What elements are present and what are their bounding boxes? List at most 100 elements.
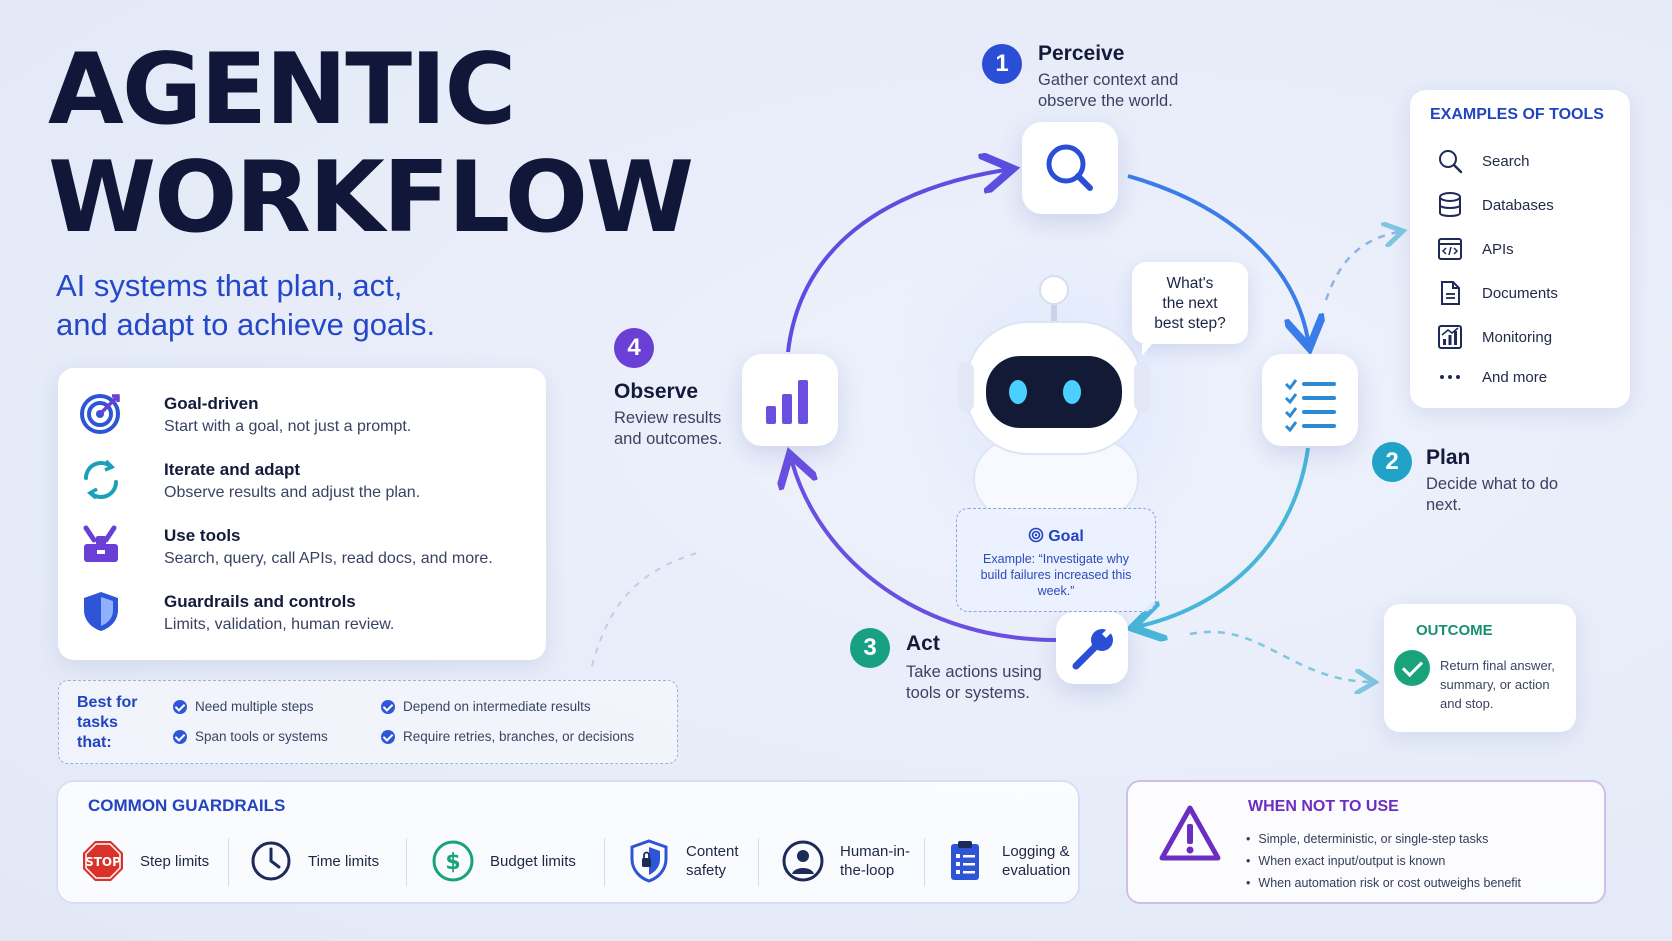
tool-label: APIs [1482,240,1514,258]
arrow-perceive-to-plan [1127,174,1308,340]
guardrail-content-safety: Content safety [626,834,739,888]
feature-desc: Start with a goal, not just a prompt. [164,418,412,435]
step-number-badge: 2 [1372,442,1412,482]
check-icon [173,729,187,744]
shield-lock-icon [630,839,668,883]
bubble-line: best step? [1154,315,1226,332]
divider [604,838,605,886]
feature-goal-driven: Goal-driven Start with a goal, not just … [78,388,528,440]
tool-label: Databases [1482,196,1554,214]
step-number-badge: 1 [982,44,1022,84]
subtitle-line-1: AI systems that plan, act, [56,268,403,303]
when-not-list: Simple, deterministic, or single-step ta… [1248,828,1521,894]
feature-guardrails: Guardrails and controls Limits, validati… [78,586,528,638]
best-for-item-text: Need multiple steps [195,699,314,714]
best-for-item: Span tools or systems [173,729,328,744]
tool-label: Search [1482,152,1530,170]
tool-label: And more [1482,368,1548,386]
page-subtitle: AI systems that plan, act, and adapt to … [56,266,516,344]
guardrail-label: Content safety [686,842,739,880]
check-icon [381,699,395,714]
checklist-icon [1284,379,1336,433]
code-api-icon [1438,238,1462,260]
target-icon [80,394,120,434]
step-desc: Decide what to do next. [1426,474,1558,516]
tool-item-documents: Documents [1436,278,1558,308]
document-icon [1441,281,1460,305]
step-number-badge: 3 [850,628,890,668]
step-desc-line: next. [1426,496,1462,514]
feature-iterate-adapt: Iterate and adapt Observe results and ad… [78,454,528,506]
when-not-item: When exact input/output is known [1248,850,1521,872]
outcome-title: OUTCOME [1416,622,1493,639]
best-for-item-text: Require retries, branches, or decisions [403,729,635,744]
tool-label: Monitoring [1482,328,1553,346]
check-circle-icon [1394,650,1430,686]
best-for-box: Best for tasks that: Need multiple steps… [58,680,678,764]
goal-title: Goal [957,527,1155,546]
step-desc: Review results and outcomes. [614,408,722,450]
dollar-icon: $ [432,840,474,882]
stop-sign-text: STOP [85,855,121,869]
feature-title: Guardrails and controls [164,592,356,611]
check-icon [381,729,395,744]
when-not-item: Simple, deterministic, or single-step ta… [1248,828,1521,850]
bubble-line: the next [1162,295,1218,312]
common-guardrails-panel: COMMON GUARDRAILS STOP Step limits Time … [56,780,1080,904]
log-clipboard-icon [951,841,979,880]
clock-icon [251,841,291,881]
when-not-to-use-panel: WHEN NOT TO USE Simple, deterministic, o… [1126,780,1606,904]
feature-use-tools: Use tools Search, query, call APIs, read… [78,520,528,572]
connector-bestfor-to-cycle [591,551,701,667]
divider [758,838,759,886]
plan-node [1262,354,1358,446]
tool-item-databases: Databases [1436,190,1554,220]
divider [406,838,407,886]
best-for-item-text: Span tools or systems [195,729,328,744]
toolbox-icon [83,525,118,562]
warning-icon [1159,805,1221,861]
step-desc-line: Take actions using [906,663,1042,681]
step-desc-line: tools or systems. [906,684,1030,702]
observe-node [742,354,838,446]
bubble-line: What's [1166,275,1214,292]
guardrail-human-in-the-loop: Human-in- the-loop [780,834,910,888]
outcome-card: OUTCOME Return final answer, summary, or… [1384,604,1576,732]
step-desc: Take actions using tools or systems. [906,662,1042,704]
guardrail-label: Step limits [140,852,210,870]
step-desc-line: Gather context and [1038,71,1179,89]
guardrail-label: Logging & evaluation [1002,842,1070,880]
step-desc-line: Decide what to do [1426,475,1559,493]
guardrail-label-line: Logging & [1002,843,1070,860]
divider [228,838,229,886]
guardrail-time-limits: Time limits [248,834,379,888]
step-desc: Gather context and observe the world. [1038,70,1178,112]
check-icon [173,699,187,714]
feature-title: Goal-driven [164,394,259,413]
feature-desc: Observe results and adjust the plan. [164,484,421,501]
feature-title: Use tools [164,526,241,545]
guardrail-label-line: the-loop [840,862,895,879]
best-for-item: Need multiple steps [173,699,314,714]
subtitle-line-2: and adapt to achieve goals. [56,307,436,342]
best-for-label: Best for tasks that: [77,694,138,751]
guardrail-label: Time limits [308,852,380,870]
tools-title: EXAMPLES OF TOOLS [1430,106,1604,123]
person-icon [782,840,824,882]
tool-item-and-more: And more [1436,362,1547,392]
refresh-cycle-icon [84,459,118,500]
wrench-icon [1072,626,1114,670]
ellipsis-icon [1440,375,1460,379]
goal-title-text: Goal [1048,528,1084,545]
robot-illustration [958,275,1150,519]
connector-act-to-outcome [1189,630,1370,682]
bar-chart-icon [766,380,808,424]
title-line-2: WORKFLOW [48,141,694,255]
guardrail-label-line: evaluation [1002,862,1071,879]
guardrail-label-line: safety [686,862,727,879]
examples-of-tools-card: EXAMPLES OF TOOLS Search Databases APIs [1410,90,1630,408]
perceive-node [1022,122,1118,214]
step-desc-line: and outcomes. [614,430,723,448]
step-title: Observe [614,380,699,403]
speech-bubble: What's the next best step? [1132,262,1248,356]
